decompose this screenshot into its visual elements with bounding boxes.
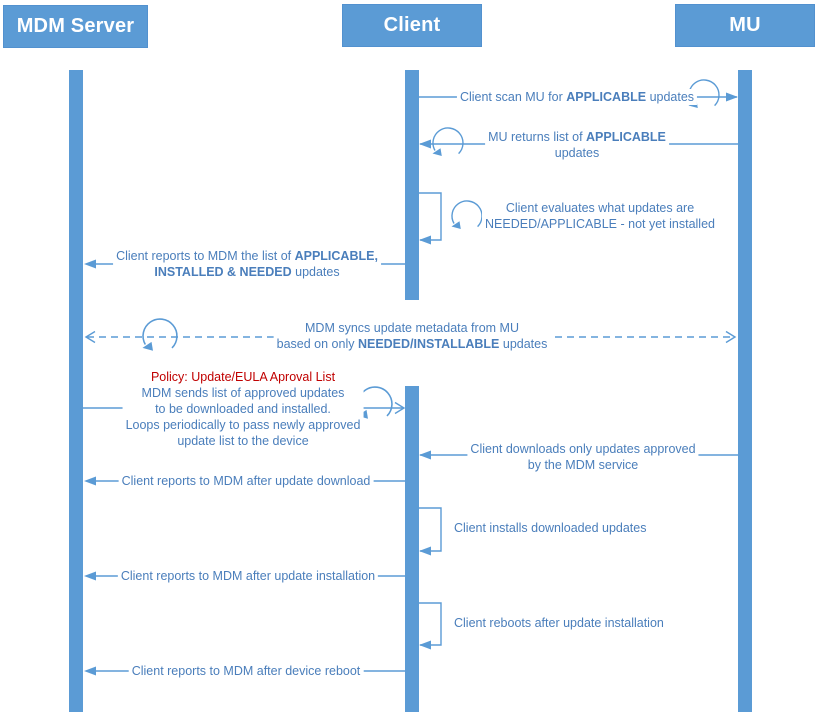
message-text: Client evaluates what updates are (505, 201, 695, 215)
message-client-reports-list: Client reports to MDM the list of APPLIC… (113, 248, 381, 280)
actor-mdm-server: MDM Server (3, 5, 148, 48)
message-client-downloads: Client downloads only updates approved b… (467, 441, 699, 473)
lifeline-mdm-server (69, 70, 83, 712)
message-text-bold: APPLICABLE (586, 130, 666, 144)
self-message-client-reboots (419, 602, 442, 650)
message-client-evaluates: Client evaluates what updates are NEEDED… (482, 200, 718, 232)
self-message-client-evaluates (419, 192, 442, 245)
message-text: MDM sends list of approved updates (141, 386, 345, 400)
actor-label: Client (383, 14, 441, 36)
message-client-installs: Client installs downloaded updates (451, 520, 650, 536)
message-client-reboots: Client reboots after update installation (451, 615, 667, 631)
message-text-bold: INSTALLED & NEEDED (154, 265, 292, 279)
loop-icon (142, 318, 178, 351)
self-message-client-installs (419, 507, 442, 556)
message-text: Client reports to MDM after update insta… (120, 569, 376, 583)
lifeline-client-upper (405, 70, 419, 300)
message-text: Client reboots after update installation (454, 616, 664, 630)
message-text: updates (646, 90, 695, 104)
message-text: NEEDED/APPLICABLE - not yet installed (485, 217, 715, 231)
message-text: based on only (276, 337, 358, 351)
message-text: Client reports to MDM after update downl… (121, 474, 371, 488)
actor-mu: MU (675, 4, 815, 47)
message-text: Client reports to MDM after device reboo… (131, 664, 361, 678)
message-text: update list to the device (177, 434, 309, 448)
message-report-after-reboot: Client reports to MDM after device reboo… (128, 663, 364, 679)
message-text: to be downloaded and installed. (155, 402, 331, 416)
actor-label: MU (729, 14, 761, 36)
lifeline-mu (738, 70, 752, 712)
loop-icon (432, 127, 464, 156)
message-text: Loops periodically to pass newly approve… (125, 418, 361, 432)
arrow-mdm-syncs-metadata (84, 330, 737, 344)
message-text-bold: APPLICABLE, (294, 249, 378, 263)
message-text: MU returns list of (488, 130, 587, 144)
message-policy-approved-updates: Policy: Update/EULA Aproval List MDM sen… (122, 369, 364, 449)
message-mu-returns-list: MU returns list of APPLICABLE updates (485, 129, 669, 161)
message-mdm-syncs-metadata: MDM syncs update metadata from MU based … (273, 320, 551, 352)
message-text-bold: APPLICABLE (566, 90, 647, 104)
message-text: Client scan MU for (459, 90, 567, 104)
lifeline-client-lower (405, 386, 419, 712)
actor-label: MDM Server (16, 15, 135, 37)
actor-client: Client (342, 4, 482, 47)
message-report-after-download: Client reports to MDM after update downl… (118, 473, 374, 489)
message-text-bold: NEEDED/INSTALLABLE (357, 337, 500, 351)
message-report-after-install: Client reports to MDM after update insta… (117, 568, 379, 584)
message-text: MDM syncs update metadata from MU (305, 321, 519, 335)
message-text: updates (554, 146, 600, 160)
message-text: updates (499, 337, 548, 351)
loop-icon (451, 200, 483, 229)
message-text: Client installs downloaded updates (454, 521, 647, 535)
message-text: by the MDM service (527, 458, 639, 472)
message-text: Client downloads only updates approved (470, 442, 696, 456)
message-text: updates (291, 265, 340, 279)
message-text: Client reports to MDM the list of (116, 249, 295, 263)
message-client-scan-mu: Client scan MU for APPLICABLE updates (456, 89, 698, 105)
policy-annotation: Policy: Update/EULA Aproval List (150, 370, 336, 384)
